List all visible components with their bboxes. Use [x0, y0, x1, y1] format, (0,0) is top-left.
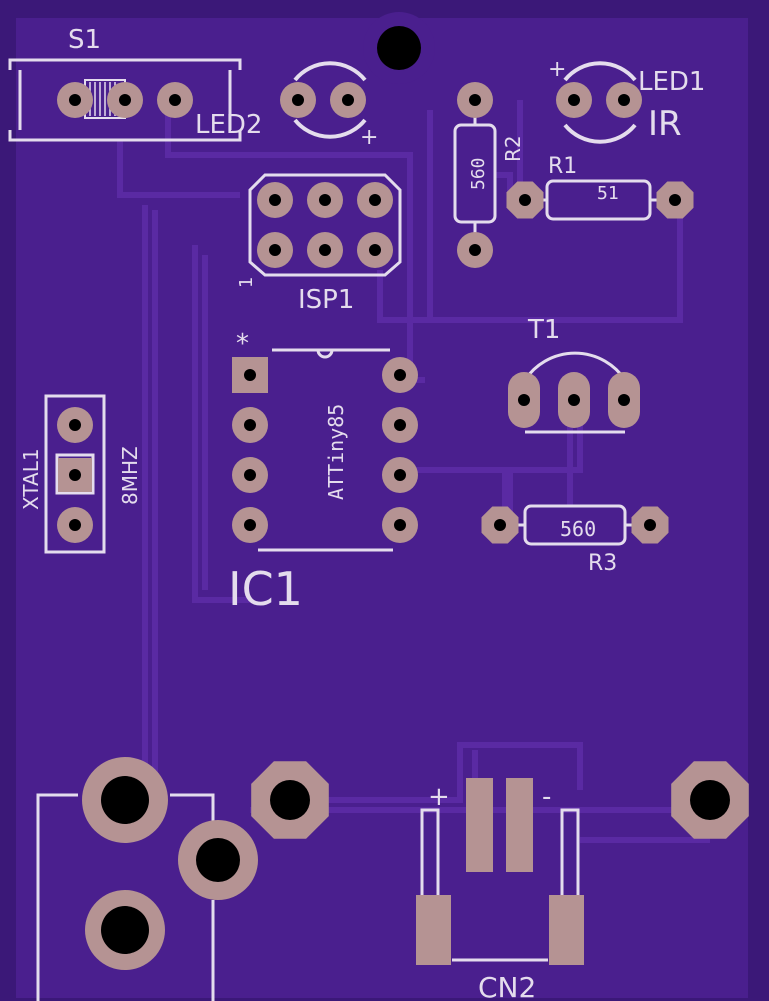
ic1-pin-2 — [232, 407, 268, 443]
board-copper-pour — [16, 18, 748, 998]
mounting-hole-drill — [377, 26, 421, 70]
led1-pad-1 — [556, 82, 592, 118]
label-ir: IR — [648, 104, 682, 144]
mount-pad-right — [671, 761, 749, 839]
ic1-pin-6 — [382, 457, 418, 493]
ic1-pin-5 — [382, 507, 418, 543]
label-ic1: IC1 — [228, 562, 303, 616]
connector-cn2: + - CN2 — [416, 778, 584, 1001]
label-r3-value: 560 — [560, 517, 596, 541]
led1-pad-2 — [606, 82, 642, 118]
label-ic-marker: * — [236, 329, 249, 359]
resistor-r2: 560 R2 — [453, 110, 525, 240]
label-r1-value: 51 — [597, 183, 619, 204]
jack-pad-sleeve — [85, 890, 165, 970]
label-xtal-freq: 8MHZ — [118, 446, 142, 505]
xtal1-pad-2 — [58, 458, 92, 492]
cn2-pad-left — [416, 895, 451, 965]
ic1-pin-7 — [382, 407, 418, 443]
t1-pad-2 — [558, 372, 590, 428]
led2-pad-1 — [280, 82, 316, 118]
ic1-pin-4 — [232, 507, 268, 543]
ic1-attiny85: * ATTiny85 IC1 — [228, 329, 393, 616]
isp1-pad-top-3 — [357, 182, 393, 218]
led1: LED1 + IR — [548, 57, 705, 144]
transistor-t1: T1 — [523, 315, 627, 434]
r1-pad-2 — [656, 181, 694, 219]
label-ic-part: ATTiny85 — [324, 404, 348, 500]
pads — [57, 82, 749, 970]
jack-pad-side — [178, 820, 258, 900]
label-cn2-plus: + — [428, 782, 450, 812]
isp1-pad-bottom-2 — [307, 232, 343, 268]
xtal1-pad-1 — [57, 407, 93, 443]
label-r1: R1 — [548, 154, 577, 179]
label-t1: T1 — [527, 315, 560, 345]
jack-pad-center — [82, 757, 168, 843]
s1-pad-3 — [157, 82, 193, 118]
isp1-pad-bottom-1 — [257, 232, 293, 268]
label-r2: R2 — [501, 135, 525, 162]
label-xtal1: XTAL1 — [19, 448, 43, 510]
cn2-pad-plus — [466, 778, 493, 872]
ic1-pin-3 — [232, 457, 268, 493]
label-led2: LED2 — [195, 110, 262, 140]
led2-pad-2 — [330, 82, 366, 118]
r2-pad-1 — [457, 82, 493, 118]
t1-pad-3 — [608, 372, 640, 428]
mount-pad-left — [251, 761, 329, 839]
power-jack — [36, 793, 215, 1001]
r2-pad-2 — [457, 232, 493, 268]
resistor-r3: 560 R3 — [500, 504, 650, 576]
resistor-r1: 51 R1 — [525, 154, 675, 221]
label-led1: LED1 — [638, 67, 705, 97]
label-r2-value: 560 — [468, 157, 489, 190]
t1-pad-1 — [508, 372, 540, 428]
ic1-pin-8 — [382, 357, 418, 393]
s1-pad-1 — [57, 82, 93, 118]
r1-pad-1 — [506, 181, 544, 219]
r3-pad-2 — [631, 506, 669, 544]
label-cn2-minus: - — [542, 782, 551, 812]
label-isp1: ISP1 — [298, 285, 354, 315]
label-isp-pin1: 1 — [236, 277, 257, 288]
isp1-header: ISP1 1 — [236, 173, 402, 315]
cn2-pad-minus — [506, 778, 533, 872]
isp1-pad-bottom-3 — [357, 232, 393, 268]
label-led1-plus: + — [548, 57, 566, 82]
led2: LED2 + — [195, 61, 378, 150]
xtal1-pad-3 — [57, 507, 93, 543]
label-cn2: CN2 — [478, 971, 536, 1001]
label-s1: S1 — [68, 25, 101, 55]
r3-pad-1 — [481, 506, 519, 544]
isp1-pad-top-1 — [257, 182, 293, 218]
isp1-pad-top-2 — [307, 182, 343, 218]
s1-pad-2 — [107, 82, 143, 118]
label-r3: R3 — [588, 551, 617, 576]
crystal-xtal1: XTAL1 8MHZ — [19, 394, 142, 554]
ic1-pin-1 — [232, 357, 268, 393]
cn2-pad-right — [549, 895, 584, 965]
copper-traces — [117, 100, 720, 843]
label-led2-plus: + — [360, 125, 378, 150]
